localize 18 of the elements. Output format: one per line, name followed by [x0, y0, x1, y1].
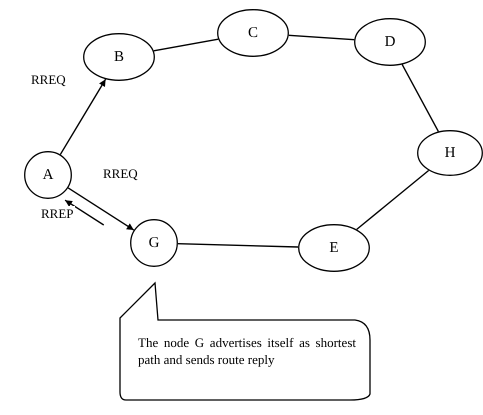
node-label: E — [329, 240, 339, 256]
edge-label: RREQ — [102, 166, 139, 182]
node-label: A — [42, 166, 54, 184]
node-label: G — [148, 234, 160, 252]
connector-line — [356, 170, 430, 230]
connector-line — [60, 78, 106, 155]
connector-line — [154, 38, 218, 52]
connector-line — [68, 187, 134, 231]
connector-line — [178, 242, 298, 248]
node-label: C — [248, 24, 258, 42]
connector-line — [402, 64, 439, 132]
connector-line — [288, 34, 354, 40]
connector-line — [64, 200, 104, 226]
node-label: B — [114, 48, 124, 66]
node-label: H — [444, 144, 456, 162]
node-label: D — [384, 34, 396, 50]
callout-text: The node G advertises itself as shortest path and sends route reply — [138, 334, 356, 368]
edge-label: RREQ — [30, 72, 67, 88]
